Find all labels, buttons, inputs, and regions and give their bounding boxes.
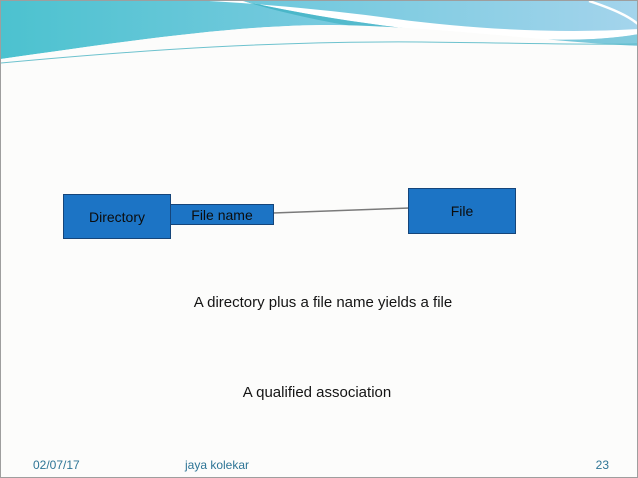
wave-decoration bbox=[1, 1, 637, 73]
file-class-label: File bbox=[450, 203, 474, 219]
qualifier-label: File name bbox=[191, 206, 253, 223]
wave-teal-ribbon bbox=[243, 1, 637, 46]
file-class-box: File bbox=[408, 188, 516, 234]
footer-author: jaya kolekar bbox=[184, 458, 250, 472]
directory-class-label: Directory bbox=[88, 208, 145, 225]
wave-white-swoosh bbox=[209, 1, 637, 40]
wave-band bbox=[1, 1, 637, 59]
footer-page-number: 23 bbox=[595, 458, 609, 472]
caption-qualified-association: A qualified association bbox=[242, 384, 392, 401]
directory-class-box: Directory bbox=[63, 194, 171, 239]
caption-yield-text: A directory plus a file name yields a fi… bbox=[193, 294, 453, 311]
wave-thin-white-arc bbox=[588, 1, 637, 25]
footer-date: 02/07/17 bbox=[33, 458, 80, 472]
qualifier-box: File name bbox=[170, 204, 274, 225]
wave-white-dome bbox=[1, 25, 637, 73]
wave-thin-teal-line bbox=[1, 41, 637, 64]
